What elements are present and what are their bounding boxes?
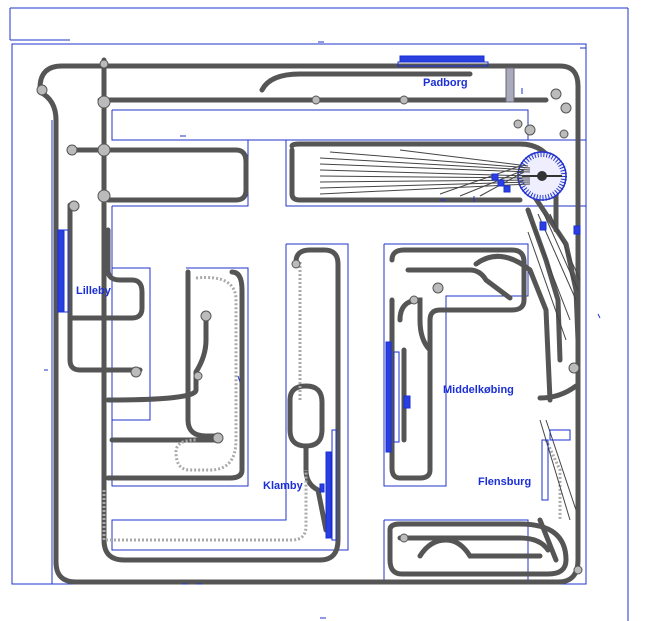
station-label-middelkobing: Middelkøbing xyxy=(443,384,514,396)
platform-padborg xyxy=(399,55,485,63)
yard-fan xyxy=(319,149,531,197)
platform-middelkobing xyxy=(385,341,392,453)
station-label-padborg: Padborg xyxy=(423,77,468,89)
station-label-lilleby: Lilleby xyxy=(76,285,111,297)
platform-middelkobing-2 xyxy=(393,351,400,443)
station-label-klamby: Klamby xyxy=(263,480,303,492)
platform-lilleby-2 xyxy=(63,229,69,313)
platform-flensburg xyxy=(541,439,549,501)
platforms xyxy=(57,55,581,541)
platform-flensburg-2 xyxy=(549,429,571,441)
hidden-tracks xyxy=(102,262,562,542)
board-markers xyxy=(44,41,601,619)
platform-klamby xyxy=(325,451,332,539)
platform-klamby-2 xyxy=(331,429,337,541)
platform-padborg-2 xyxy=(397,61,489,67)
track-nodes xyxy=(36,59,583,575)
padborg-connector xyxy=(505,67,515,103)
main-line-tracks xyxy=(37,57,581,585)
station-label-flensburg: Flensburg xyxy=(478,476,532,488)
platform-lilleby xyxy=(57,229,65,313)
